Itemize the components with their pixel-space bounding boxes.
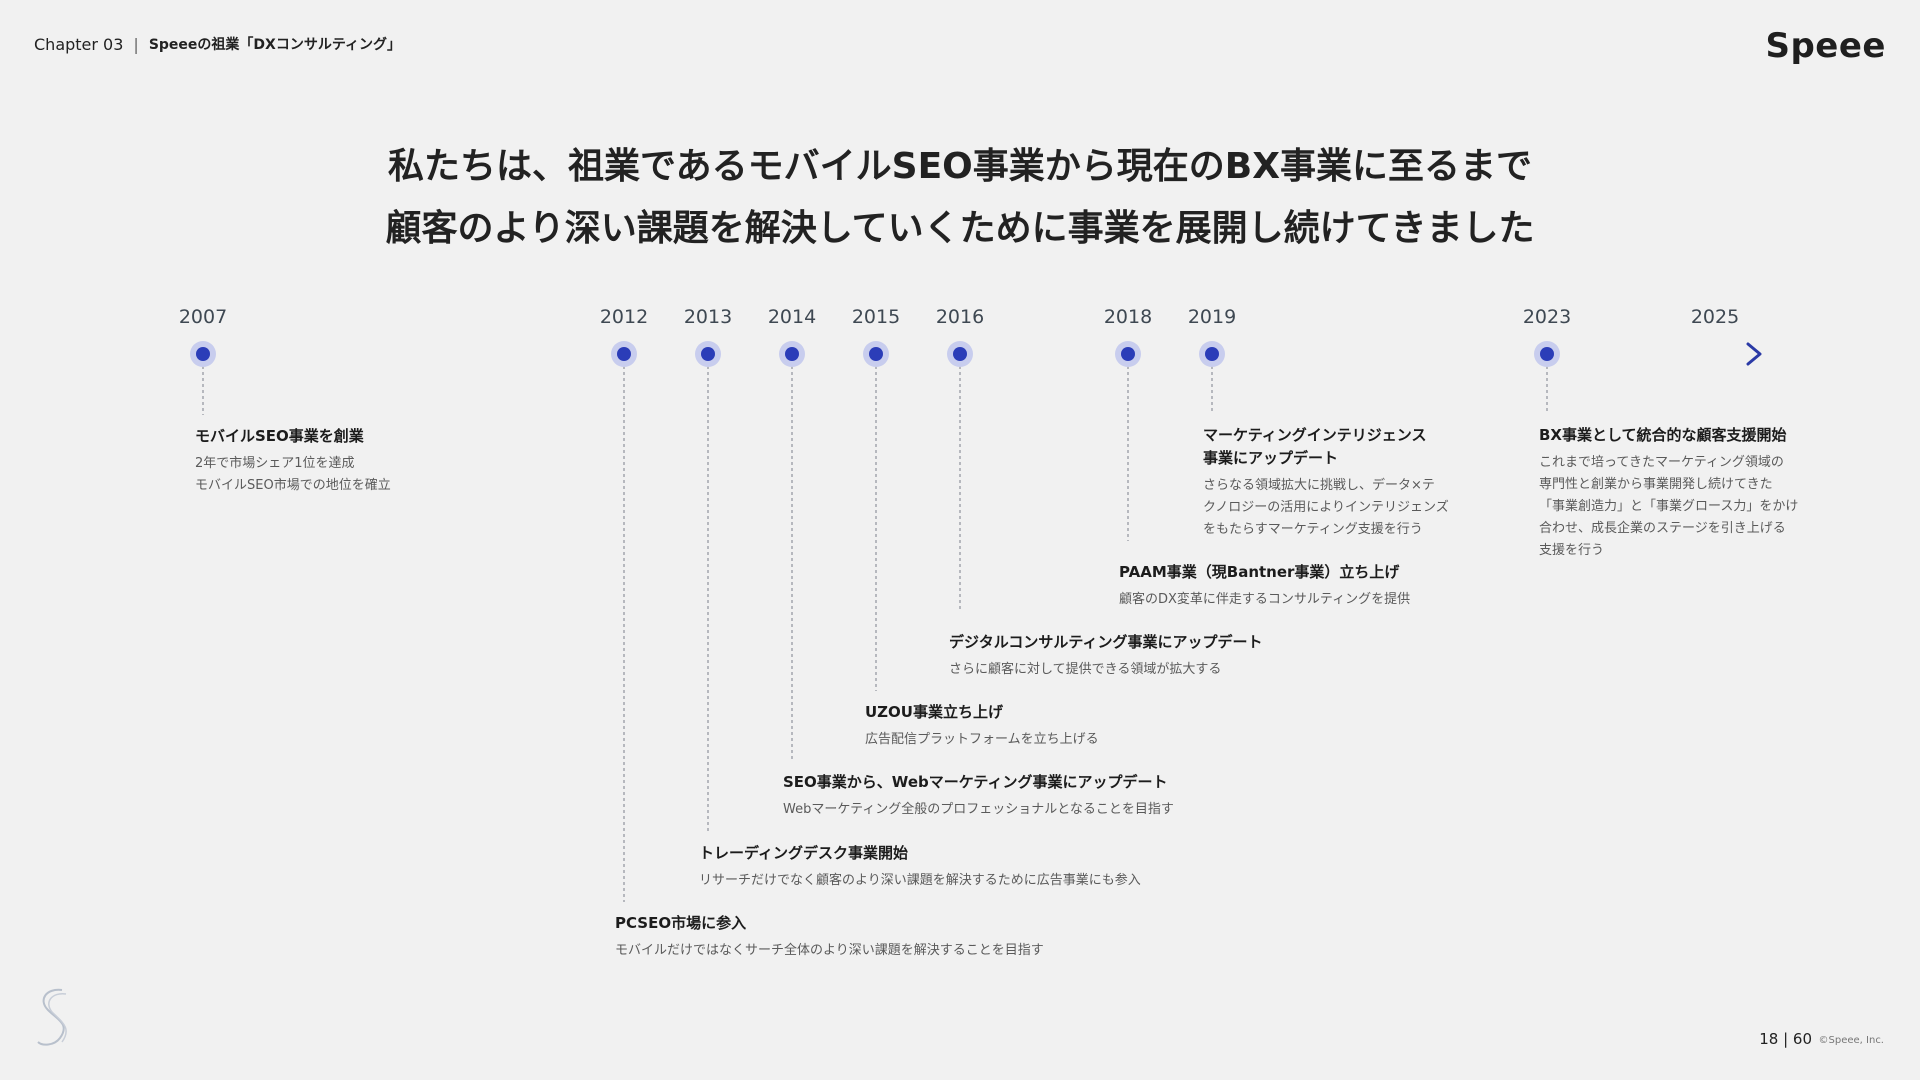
event-desc-2019-0: さらなる領域拡大に挑戦し、データ×テ <box>1203 478 1435 493</box>
event-desc-2019-1: クノロジーの活用によりインテリジェンズ <box>1203 500 1449 515</box>
timeline-arrowhead <box>1746 342 1762 366</box>
year-label-2016: 2016 <box>936 306 984 328</box>
event-title-2012: PCSEO市場に参入 <box>615 914 747 932</box>
chapter-header: Chapter 03 | Speeeの祖業「DXコンサルティング」 <box>34 34 401 54</box>
headline-line-1: 私たちは、祖業であるモバイルSEO事業から現在のBX事業に至るまで <box>388 146 1532 187</box>
event-title-2014: SEO事業から、Webマーケティング事業にアップデート <box>783 773 1168 791</box>
milestone-dot-2007 <box>196 347 210 361</box>
event-title-2023: BX事業として統合的な顧客支援開始 <box>1539 426 1787 444</box>
milestone-dot-2016 <box>953 347 967 361</box>
section-label: Speeeの祖業「DXコンサルティング」 <box>148 37 401 53</box>
event-desc-2023-3: 合わせ、成長企業のステージを引き上げる <box>1539 521 1786 536</box>
event-desc-2007-1: モバイルSEO市場での地位を確立 <box>195 478 391 493</box>
year-label-2015: 2015 <box>852 306 900 328</box>
event-desc-2007-0: 2年で市場シェア1位を達成 <box>195 456 355 471</box>
milestone-dot-2012 <box>617 347 631 361</box>
event-desc-2016-0: さらに顧客に対して提供できる領域が拡大する <box>949 662 1222 677</box>
milestone-dot-2018 <box>1121 347 1135 361</box>
event-title-2016: デジタルコンサルティング事業にアップデート <box>949 633 1263 651</box>
event-desc-2015-0: 広告配信プラットフォームを立ち上げる <box>865 732 1099 747</box>
headline-line-2: 顧客のより深い課題を解決していくために事業を展開し続けてきました <box>385 208 1535 249</box>
event-desc-2023-1: 専門性と創業から事業開発し続けてきた <box>1539 477 1773 492</box>
speee-logo: Speee <box>1765 26 1886 66</box>
event-desc-2023-0: これまで培ってきたマーケティング領域の <box>1539 455 1784 470</box>
milestone-dot-2019 <box>1205 347 1219 361</box>
milestone-dot-2014 <box>785 347 799 361</box>
year-label-2023: 2023 <box>1523 306 1571 328</box>
copyright: ©Speee, Inc. <box>1818 1035 1884 1046</box>
page-number: 18 | 60 <box>1759 1030 1812 1048</box>
event-title-2019: マーケティングインテリジェンス 事業にアップデート <box>1203 426 1427 467</box>
event-desc-2014-0: Webマーケティング全般のプロフェッショナルとなることを目指す <box>783 802 1174 817</box>
event-desc-2018-0: 顧客のDX変革に伴走するコンサルティングを提供 <box>1119 592 1411 607</box>
header-separator: | <box>133 34 139 54</box>
milestone-dot-2023 <box>1540 347 1554 361</box>
event-desc-2012-0: モバイルだけではなくサーチ全体のより深い課題を解決することを目指す <box>615 943 1044 958</box>
year-label-2025: 2025 <box>1691 306 1739 328</box>
milestone-dot-2013 <box>701 347 715 361</box>
event-title-2007: モバイルSEO事業を創業 <box>195 427 364 445</box>
speee-mark-icon <box>37 988 67 1046</box>
year-label-2018: 2018 <box>1104 306 1152 328</box>
year-label-2019: 2019 <box>1188 306 1236 328</box>
event-desc-2019-2: をもたらすマーケティング支援を行う <box>1203 522 1423 537</box>
event-desc-2013-0: リサーチだけでなく顧客のより深い課題を解決するために広告事業にも参入 <box>699 873 1141 888</box>
page-headline: 私たちは、祖業であるモバイルSEO事業から現在のBX事業に至るまで 顧客のより深… <box>0 136 1920 260</box>
event-desc-2023-2: 「事業創造力」と「事業グロース力」をかけ <box>1539 499 1799 514</box>
year-label-2013: 2013 <box>684 306 732 328</box>
milestone-dot-2015 <box>869 347 883 361</box>
year-label-2012: 2012 <box>600 306 648 328</box>
year-label-2014: 2014 <box>768 306 816 328</box>
year-label-2007: 2007 <box>179 306 227 328</box>
event-title-2018: PAAM事業（現Bantner事業）立ち上げ <box>1119 563 1400 581</box>
chapter-label: Chapter 03 <box>34 34 124 54</box>
event-title-2015: UZOU事業立ち上げ <box>865 703 1003 721</box>
event-title-2013: トレーディングデスク事業開始 <box>699 844 908 862</box>
event-desc-2023-4: 支援を行う <box>1539 543 1605 558</box>
